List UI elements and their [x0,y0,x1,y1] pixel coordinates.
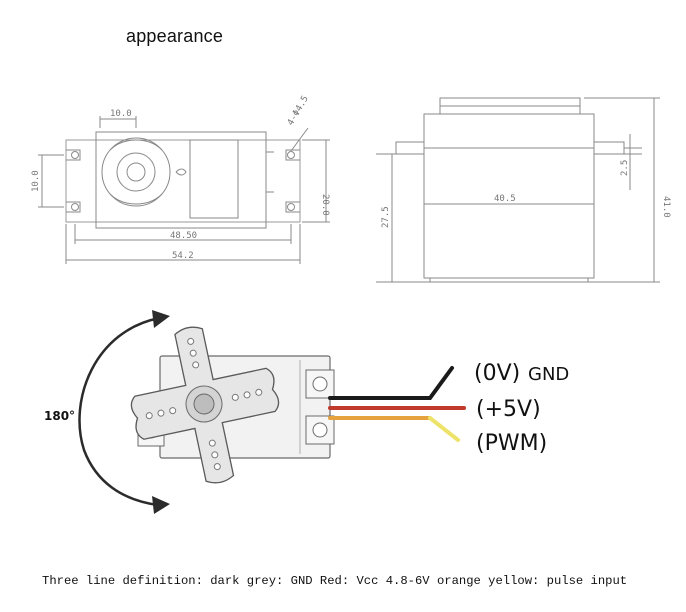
dim-right-height: 20.0 [320,194,330,216]
dim-tab-height: 2.5 [620,160,630,176]
dim-hole-diameter: 4-Φ4.5 [286,94,311,127]
wire-gnd-sublabel: GND [528,364,569,385]
dim-mount-height: 27.5 [381,206,391,228]
dim-left-height: 10.0 [31,170,41,192]
rotation-angle-label: 180° [44,409,75,423]
servo-horn [130,326,280,484]
wire-definition-caption: Three line definition: dark grey: GND Re… [42,574,628,588]
dim-top-width: 10.0 [110,109,132,119]
side-view [376,97,660,283]
page-title: appearance [126,26,224,46]
dim-inner-width: 48.50 [170,231,197,241]
dim-total-width: 54.2 [172,251,194,261]
rotation-arrow [78,310,170,514]
wire-vcc-label: (+5V) [476,397,541,422]
wire-signal-label: (PWM) [476,431,547,456]
wire-gnd-label: (0V) [474,361,520,386]
servo-wires [328,366,466,442]
dim-total-height: 41.0 [661,196,671,218]
top-view [38,116,330,264]
dim-side-width: 40.5 [494,194,516,204]
